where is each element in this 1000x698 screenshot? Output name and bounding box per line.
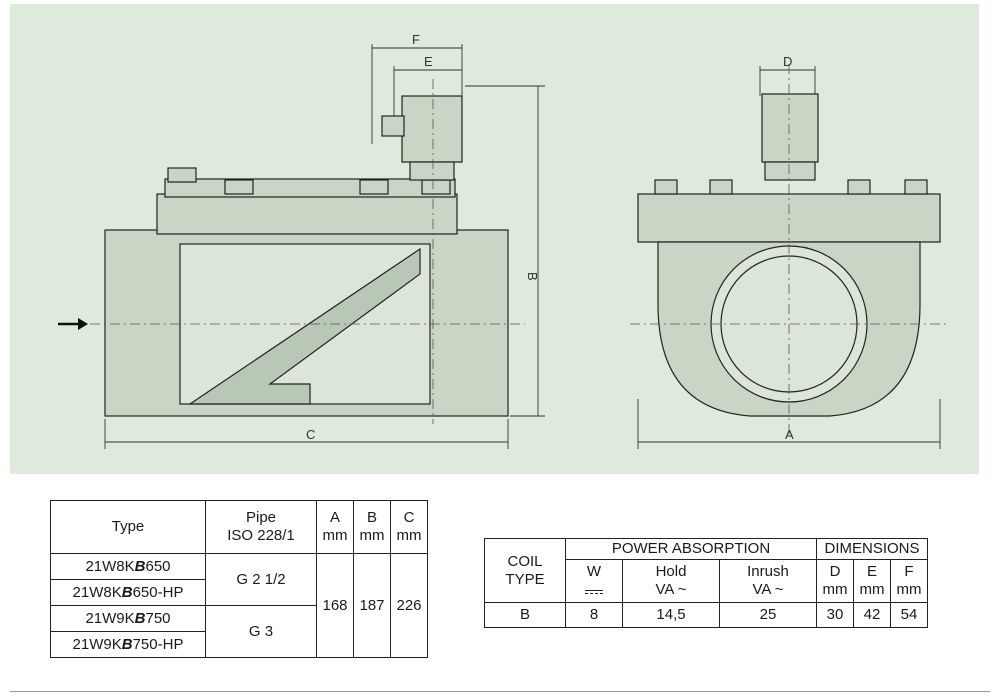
value-c: 226 [390,553,428,658]
header-w: W [565,559,623,603]
value-d: 30 [816,602,854,628]
header-c-line1: C [403,509,415,526]
type-suffix: 750-HP [132,635,184,653]
value-w: 8 [565,602,623,628]
value-inrush: 25 [719,602,817,628]
front-coil [761,93,819,163]
coil-power-table: COIL TYPE POWER ABSORPTION DIMENSIONS W … [484,538,928,628]
footer-divider [10,691,990,692]
front-bolt [904,179,928,195]
pipe-group-2: G 3 [205,605,317,658]
dim-label-e: E [424,54,433,69]
dc-symbol-icon [585,588,603,594]
valve-drawing: C B F E D A [58,32,950,449]
header-pipe-line2: ISO 228/1 [227,527,295,544]
header-c-line2: mm [396,527,422,544]
header-e: E mm [853,559,891,603]
header-w-label: W [586,563,602,580]
header-f-line1: F [904,563,914,580]
header-dimensions: DIMENSIONS [816,538,928,560]
type-suffix: 650 [145,557,171,575]
header-e-line2: mm [859,581,885,598]
header-pipe: Pipe ISO 228/1 [205,500,317,554]
type-prefix: 21W9K [85,609,135,627]
type-dimensions-table: Type Pipe ISO 228/1 A mm B mm C mm 21W8K… [50,500,428,658]
dim-label-c: C [306,427,315,442]
type-row: 21W8KB650 [50,553,206,580]
header-power-absorption: POWER ABSORPTION [565,538,817,560]
type-bold: B [134,609,146,627]
header-d: D mm [816,559,854,603]
type-bold: B [134,557,146,575]
front-bolt [709,179,733,195]
type-prefix: 21W9K [72,635,122,653]
header-hold: Hold VA ~ [622,559,720,603]
header-d-line1: D [829,563,841,580]
header-b: B mm [353,500,391,554]
type-bold: B [121,635,133,653]
type-prefix: 21W8K [85,557,135,575]
side-coil [401,95,463,163]
side-bolt [359,179,389,195]
header-inrush: Inrush VA ~ [719,559,817,603]
dim-label-a: A [785,427,794,442]
header-hold-line2: VA ~ [655,581,687,598]
header-e-line1: E [866,563,877,580]
side-bolt [224,179,254,195]
type-bold: B [121,583,133,601]
header-c: C mm [390,500,428,554]
header-hold-line1: Hold [655,563,687,580]
header-coil-type: COIL TYPE [484,538,566,603]
header-a: A mm [316,500,354,554]
header-d-line2: mm [822,581,848,598]
side-bolt [167,167,197,183]
type-row: 21W9KB750 [50,605,206,632]
side-diaphragm [188,247,421,405]
side-bonnet [156,193,458,235]
dim-label-d: D [783,54,792,69]
header-f: F mm [890,559,928,603]
dim-label-f: F [412,32,420,47]
type-suffix: 750 [145,609,171,627]
header-pipe-line1: Pipe [245,509,277,526]
side-stem [409,161,455,181]
front-stem [764,161,816,181]
value-b: 187 [353,553,391,658]
value-f: 54 [890,602,928,628]
technical-drawing-panel: C B F E D A [10,4,979,474]
value-hold: 14,5 [622,602,720,628]
header-inrush-line1: Inrush [747,563,789,580]
front-bolt [847,179,871,195]
flow-arrow-icon [58,318,88,330]
header-coil-line2: TYPE [505,570,545,588]
pipe-group-1: G 2 1/2 [205,553,317,606]
value-coil-type: B [484,602,566,628]
header-f-line2: mm [896,581,922,598]
front-bolt [654,179,678,195]
header-b-line2: mm [359,527,385,544]
header-coil-line1: COIL [507,552,543,570]
side-connector [381,115,405,137]
dim-label-b: B [525,272,540,281]
side-bolt [421,179,451,195]
header-type: Type [50,500,206,554]
header-a-line1: A [329,509,340,526]
header-b-line1: B [366,509,377,526]
header-inrush-line2: VA ~ [752,581,784,598]
type-prefix: 21W8K [72,583,122,601]
header-a-line2: mm [322,527,348,544]
type-row: 21W8KB650-HP [50,579,206,606]
side-cover [164,178,456,198]
type-row: 21W9KB750-HP [50,631,206,658]
value-e: 42 [853,602,891,628]
value-a: 168 [316,553,354,658]
type-suffix: 650-HP [132,583,184,601]
